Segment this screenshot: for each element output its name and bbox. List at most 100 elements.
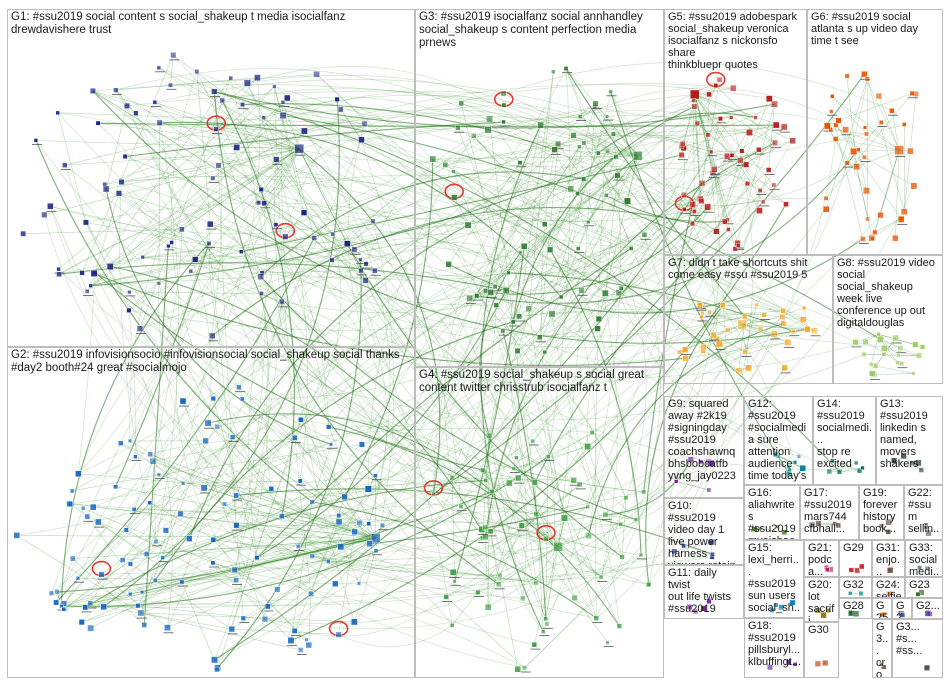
node-g2[interactable]	[127, 438, 132, 443]
node-g29[interactable]	[848, 567, 854, 573]
node-g2[interactable]	[179, 397, 187, 405]
node-g3[interactable]	[575, 191, 580, 196]
node-g2[interactable]	[291, 628, 298, 634]
node-g8[interactable]	[881, 352, 887, 357]
node-g1[interactable]	[213, 126, 219, 132]
node-g5[interactable]	[690, 221, 695, 227]
node-g6[interactable]	[907, 147, 914, 155]
node-g1[interactable]	[118, 178, 125, 185]
node-g6[interactable]	[863, 125, 867, 130]
node-g2[interactable]	[75, 576, 81, 581]
node-g17[interactable]	[815, 520, 822, 527]
node-g4[interactable]	[585, 504, 590, 510]
node-g2[interactable]	[80, 506, 86, 511]
node-g2[interactable]	[239, 396, 245, 402]
node-g5[interactable]	[716, 76, 723, 83]
node-g19[interactable]	[885, 529, 891, 535]
node-g7[interactable]	[757, 325, 764, 332]
node-g2[interactable]	[261, 616, 269, 623]
node-g3[interactable]	[501, 102, 507, 108]
node-g3[interactable]	[502, 287, 510, 294]
node-g2[interactable]	[305, 642, 312, 649]
node-g5[interactable]	[722, 218, 728, 225]
node-g1[interactable]	[259, 291, 264, 296]
node-g2[interactable]	[329, 442, 333, 447]
node-g32[interactable]	[848, 591, 853, 596]
node-g14[interactable]	[856, 468, 863, 474]
node-g3[interactable]	[559, 294, 564, 300]
node-g5[interactable]	[756, 207, 763, 214]
node-g2[interactable]	[131, 507, 137, 512]
node-g4[interactable]	[543, 535, 549, 542]
node-g3[interactable]	[451, 169, 456, 174]
node-g2[interactable]	[153, 539, 159, 545]
node-g29[interactable]	[859, 563, 865, 570]
node-g1[interactable]	[362, 277, 369, 284]
node-g6[interactable]	[892, 234, 899, 242]
node-g7[interactable]	[682, 346, 689, 353]
node-g6[interactable]	[860, 236, 866, 242]
node-g2[interactable]	[78, 619, 85, 626]
node-g2[interactable]	[370, 533, 381, 543]
node-g2[interactable]	[265, 603, 271, 610]
node-g6[interactable]	[832, 136, 839, 142]
node-g7[interactable]	[725, 327, 731, 333]
node-g1[interactable]	[258, 186, 264, 192]
node-g2[interactable]	[298, 647, 304, 653]
node-g3[interactable]	[581, 176, 587, 182]
node-g7[interactable]	[700, 344, 707, 351]
node-g5[interactable]	[737, 157, 744, 164]
node-g6[interactable]	[901, 208, 908, 216]
node-g2[interactable]	[274, 586, 281, 593]
node-g3[interactable]	[514, 348, 521, 354]
node-g2[interactable]	[119, 557, 126, 563]
node-g19[interactable]	[878, 523, 884, 529]
node-g1[interactable]	[210, 175, 216, 181]
node-g5[interactable]	[732, 246, 738, 252]
node-g5[interactable]	[783, 201, 789, 207]
node-g1[interactable]	[102, 185, 110, 193]
node-g12[interactable]	[796, 454, 801, 459]
node-g7[interactable]	[710, 331, 717, 339]
node-g1[interactable]	[363, 261, 369, 267]
node-g2[interactable]	[335, 631, 342, 638]
node-g12[interactable]	[773, 452, 778, 457]
node-g1[interactable]	[233, 144, 240, 151]
node-g6[interactable]	[853, 163, 860, 170]
node-g10[interactable]	[708, 538, 715, 546]
node-g9[interactable]	[687, 456, 695, 463]
node-g4[interactable]	[522, 665, 528, 671]
node-g1[interactable]	[47, 202, 54, 210]
node-g11[interactable]	[693, 609, 699, 615]
node-g1[interactable]	[279, 112, 287, 119]
node-g2[interactable]	[295, 544, 301, 549]
node-g4[interactable]	[533, 511, 539, 517]
node-g1[interactable]	[239, 249, 244, 254]
node-g2[interactable]	[179, 579, 185, 585]
node-g3[interactable]	[501, 119, 506, 125]
node-g5[interactable]	[694, 120, 701, 127]
node-g12[interactable]	[799, 465, 806, 472]
node-g4[interactable]	[616, 623, 623, 629]
node-g2[interactable]	[143, 551, 150, 557]
node-g29[interactable]	[854, 567, 860, 574]
node-g3[interactable]	[486, 115, 493, 123]
node-g8[interactable]	[862, 338, 869, 345]
node-g8[interactable]	[877, 336, 884, 343]
node-g2[interactable]	[69, 555, 76, 562]
node-g3[interactable]	[484, 126, 492, 134]
node-g12[interactable]	[786, 471, 792, 477]
node-g2[interactable]	[61, 607, 66, 612]
node-g2[interactable]	[54, 589, 60, 595]
node-g2[interactable]	[254, 555, 260, 561]
node-g1[interactable]	[56, 271, 62, 278]
node-g1[interactable]	[156, 281, 161, 286]
node-g6[interactable]	[875, 92, 882, 100]
node-g1[interactable]	[166, 243, 171, 249]
node-g7[interactable]	[707, 309, 712, 315]
node-g3[interactable]	[542, 221, 548, 227]
node-g6[interactable]	[864, 131, 869, 137]
node-g24[interactable]	[886, 591, 892, 597]
node-g3[interactable]	[577, 144, 582, 149]
node-g2[interactable]	[147, 500, 152, 505]
